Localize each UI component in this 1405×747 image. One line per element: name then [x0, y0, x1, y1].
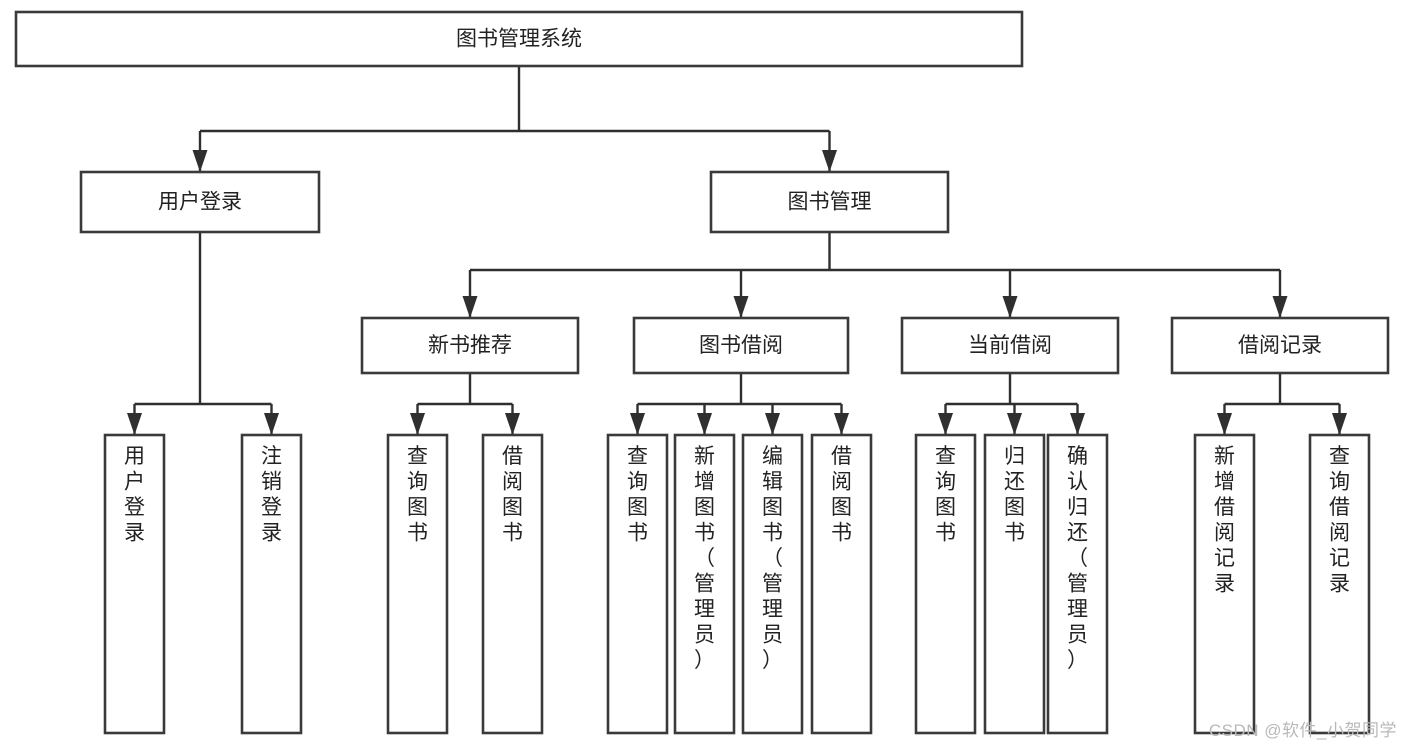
node-leaf-book_borrow-3[interactable]: 借阅图书 [810, 433, 873, 735]
node-root-system-label: 图书管理系统 [456, 28, 582, 51]
user-login-to-leaves-arrow-icon-0 [127, 413, 142, 435]
node-leaf-new_book_recommend-1[interactable]: 借阅图书 [481, 433, 544, 735]
book_borrow-to-leaves-arrow-icon-2 [765, 413, 780, 435]
node-leaf-user_login-0-box [103, 433, 166, 735]
node-level2-book_manage[interactable]: 图书管理 [709, 170, 950, 234]
node-leaf-book_borrow-0-label: 查询图书 [627, 445, 648, 545]
connector-layer [127, 66, 1347, 435]
node-level2-book_manage-box [709, 170, 950, 234]
node-leaf-current_borrow-1-box [983, 433, 1046, 735]
user-login-to-leaves-arrow-icon-1 [264, 413, 279, 435]
node-leaf-new_book_recommend-1-box [481, 433, 544, 735]
book-manage-to-level3-arrow-icon-2 [1002, 296, 1018, 318]
node-leaf-new_book_recommend-0-label: 查询图书 [407, 445, 428, 545]
node-leaf-current_borrow-0[interactable]: 查询图书 [914, 433, 977, 735]
node-leaf-current_borrow-0-label: 查询图书 [935, 445, 956, 545]
node-layer: 图书管理系统用户登录图书管理新书推荐图书借阅当前借阅借阅记录用户登录注销登录查询… [14, 10, 1390, 735]
node-root-system[interactable]: 图书管理系统 [14, 10, 1024, 68]
node-level3-new_book_recommend-label: 新书推荐 [428, 334, 512, 357]
node-leaf-book_borrow-3-box [810, 433, 873, 735]
node-leaf-borrow_record-0-box [1193, 433, 1256, 735]
node-leaf-borrow_record-0-label: 新增借阅记录 [1214, 445, 1235, 596]
node-leaf-book_borrow-2-label: 编辑图书（管理员） [762, 445, 783, 672]
book_borrow-to-leaves-arrow-icon-0 [630, 413, 645, 435]
node-leaf-current_borrow-2-box [1046, 433, 1109, 735]
node-leaf-user_login-0[interactable]: 用户登录 [103, 433, 166, 735]
node-leaf-new_book_recommend-1-label: 借阅图书 [502, 445, 523, 545]
node-leaf-new_book_recommend-0-box [386, 433, 449, 735]
node-leaf-user_login-0-label: 用户登录 [124, 445, 145, 545]
borrow_record-to-leaves-arrow-icon-0 [1217, 413, 1232, 435]
node-level3-borrow_record-box [1170, 316, 1390, 375]
csdn-watermark: CSDN @软件_小贺同学 [1208, 721, 1397, 740]
node-leaf-book_borrow-2-box [741, 433, 804, 735]
borrow_record-to-leaves-arrow-icon-1 [1332, 413, 1347, 435]
node-leaf-borrow_record-0[interactable]: 新增借阅记录 [1193, 433, 1256, 735]
node-level3-current_borrow-label: 当前借阅 [968, 334, 1052, 357]
node-level3-book_borrow-box [632, 316, 850, 375]
node-root-system-box [14, 10, 1024, 68]
node-leaf-new_book_recommend-0[interactable]: 查询图书 [386, 433, 449, 735]
node-leaf-user_login-1[interactable]: 注销登录 [240, 433, 303, 735]
node-level3-new_book_recommend[interactable]: 新书推荐 [360, 316, 580, 375]
current_borrow-to-leaves-arrow-icon-2 [1070, 413, 1085, 435]
book-manage-to-level3-arrow-icon-0 [462, 296, 478, 318]
node-level3-current_borrow[interactable]: 当前借阅 [900, 316, 1120, 375]
node-leaf-book_borrow-1[interactable]: 新增图书（管理员） [673, 433, 736, 735]
node-level2-user_login-label: 用户登录 [158, 191, 242, 214]
node-leaf-current_borrow-0-box [914, 433, 977, 735]
node-level2-book_manage-label: 图书管理 [788, 191, 872, 214]
node-leaf-book_borrow-1-box [673, 433, 736, 735]
book-manage-to-level3-arrow-icon-1 [733, 296, 749, 318]
node-level3-borrow_record-label: 借阅记录 [1238, 334, 1322, 357]
node-leaf-borrow_record-1-label: 查询借阅记录 [1329, 445, 1350, 596]
current_borrow-to-leaves-arrow-icon-0 [938, 413, 953, 435]
node-leaf-book_borrow-3-label: 借阅图书 [831, 445, 852, 545]
new_book_recommend-to-leaves-arrow-icon-1 [505, 413, 520, 435]
node-leaf-book_borrow-2[interactable]: 编辑图书（管理员） [741, 433, 804, 735]
node-leaf-current_borrow-2-label: 确认归还（管理员） [1067, 445, 1088, 672]
node-level3-current_borrow-box [900, 316, 1120, 375]
new_book_recommend-to-leaves-arrow-icon-0 [410, 413, 425, 435]
book_borrow-to-leaves-arrow-icon-1 [697, 413, 712, 435]
node-leaf-book_borrow-1-label: 新增图书（管理员） [694, 445, 715, 672]
node-level3-borrow_record[interactable]: 借阅记录 [1170, 316, 1390, 375]
node-leaf-book_borrow-0-box [606, 433, 669, 735]
node-level3-book_borrow[interactable]: 图书借阅 [632, 316, 850, 375]
root-to-level2-arrow-icon-1 [822, 150, 837, 172]
node-level3-book_borrow-label: 图书借阅 [699, 334, 783, 357]
book_borrow-to-leaves-arrow-icon-3 [834, 413, 849, 435]
node-leaf-user_login-1-label: 注销登录 [261, 445, 282, 545]
current_borrow-to-leaves-arrow-icon-1 [1007, 413, 1022, 435]
node-leaf-borrow_record-1[interactable]: 查询借阅记录 [1308, 433, 1371, 735]
node-leaf-user_login-1-box [240, 433, 303, 735]
node-leaf-current_borrow-2[interactable]: 确认归还（管理员） [1046, 433, 1109, 735]
node-leaf-borrow_record-1-box [1308, 433, 1371, 735]
node-level2-user_login-box [79, 170, 321, 234]
node-leaf-book_borrow-0[interactable]: 查询图书 [606, 433, 669, 735]
node-leaf-current_borrow-1[interactable]: 归还图书 [983, 433, 1046, 735]
node-leaf-current_borrow-1-label: 归还图书 [1004, 445, 1025, 545]
node-level3-new_book_recommend-box [360, 316, 580, 375]
root-to-level2-arrow-icon-0 [192, 150, 208, 172]
node-level2-user_login[interactable]: 用户登录 [79, 170, 321, 234]
book-manage-to-level3-arrow-icon-3 [1272, 296, 1288, 318]
